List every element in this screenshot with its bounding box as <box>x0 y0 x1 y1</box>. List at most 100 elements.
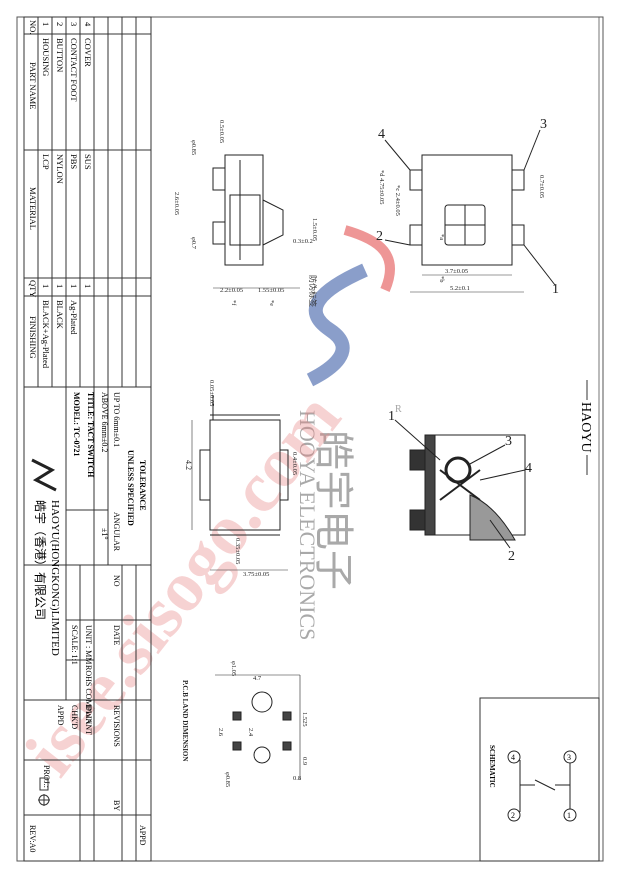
schematic-pin: 1 <box>567 811 571 820</box>
watermark-reg: R <box>395 404 402 415</box>
dim: 0.7±0.05 <box>538 175 545 198</box>
bom-row-qty: 1 <box>69 284 79 288</box>
rev-by-header: BY <box>112 800 121 811</box>
bom-row-material: SUS <box>83 154 93 170</box>
chkd: CHK'D <box>70 705 79 729</box>
callout: 4 <box>525 461 532 476</box>
bom-header-no: NO. <box>28 20 38 34</box>
schematic-pin: 4 <box>511 753 515 762</box>
dim: 3.75±0.05 <box>243 571 269 578</box>
dim: 2.4 <box>247 728 254 737</box>
bom-row-finishing: BLACK <box>55 300 65 330</box>
schematic-title: SCHEMATIC <box>488 745 496 788</box>
bom-row-part: COVER <box>83 38 93 67</box>
bom-row-material: NYLON <box>55 154 65 184</box>
dim: 2.6±0.05 <box>173 192 180 215</box>
callout: 3 <box>505 434 512 449</box>
top-view-dims: 0.5±0.05 φ0.85 2.6±0.05 φ0.7 2.2±0.05 1.… <box>173 120 318 306</box>
side-view <box>199 395 289 536</box>
watermark-en: HOOYA ELECTRONICS <box>295 410 320 640</box>
bom-row-no: 2 <box>55 22 65 26</box>
company-cn: 皓宇（香港）有限公司 <box>33 500 47 620</box>
dim: *a <box>438 234 445 240</box>
unit: UNIT : MM <box>84 625 93 664</box>
bom-row-material: LCP <box>41 154 51 170</box>
company-logo <box>31 458 57 492</box>
bom-row-qty: 1 <box>41 284 51 288</box>
brand-side-title: HAOYU <box>578 402 593 453</box>
dim: 0.5±0.05 <box>218 120 225 143</box>
bom-header-qty: QTY <box>28 280 38 297</box>
appd: APPD <box>56 705 65 726</box>
front-view-callouts: 4 3 2 1 <box>376 117 559 297</box>
dim: 1.525 <box>301 712 308 727</box>
dim: *f <box>230 300 237 306</box>
dim: φ0.85 <box>224 772 231 787</box>
dim: 0.8 <box>293 775 301 782</box>
watermark-cn: 皓宇电子 <box>311 430 356 590</box>
bom-row-qty: 1 <box>55 284 65 288</box>
dim: 2.6 <box>217 728 224 737</box>
top-view <box>212 154 284 266</box>
bom-row-material: PBS <box>69 154 79 169</box>
dim: 3.7±0.05 <box>445 268 468 275</box>
front-view-dims: 0.7±0.05 *c 2.4±0.05 *d 4.75±0.05 3.7±0.… <box>378 170 545 293</box>
dim: 0.4±0.05 <box>291 452 298 475</box>
schematic: SCHEMATIC 3 1 4 2 <box>479 697 600 862</box>
front-view <box>384 129 556 286</box>
bom-header-finishing: FINISHING <box>28 316 38 359</box>
callout: 3 <box>540 117 547 132</box>
drawing-title: TITLE: TACT SWITCH <box>86 392 95 478</box>
proj: PROJ.: <box>42 765 51 788</box>
bom-row-qty: 1 <box>83 284 93 288</box>
schematic-pin: 3 <box>567 753 571 762</box>
schematic-pin: 2 <box>511 811 515 820</box>
dim: *e <box>268 300 275 306</box>
section-view-callouts: 1 3 4 2 <box>388 409 532 564</box>
bom-table: NO. PART NAME MATERIAL QTY FINISHING 1 H… <box>23 16 152 388</box>
callout: 4 <box>378 127 385 142</box>
callout: 2 <box>376 229 383 244</box>
dim: 2.2±0.05 <box>220 287 243 294</box>
pcb-land <box>215 674 301 780</box>
title-block: TOLERANCE UNLESS SPECIFIED UP TO 6mm±0.1… <box>23 386 152 862</box>
rev-appd-header: APPD <box>138 825 147 846</box>
bom-row-no: 3 <box>69 22 79 26</box>
dim: *b <box>438 276 445 283</box>
dim: 1.55±0.05 <box>258 287 284 294</box>
callout: 1 <box>552 282 559 297</box>
angular-value: ±1° <box>100 528 109 540</box>
bom-row-finishing: BLACK+Ag-Plated <box>41 300 51 369</box>
drawing-model: MODEL: TC-0721 <box>72 392 81 457</box>
side-view-dims: 0.05±0.05 4.2 0.35±0.05 3.75±0.05 0.4±0.… <box>184 380 298 578</box>
bom-header-part: PART NAME <box>28 62 38 109</box>
dim: *c 2.4±0.05 <box>394 185 401 216</box>
tolerance-up-to: UP TO 6mm±0.1 <box>112 392 121 447</box>
bom-row-no: 4 <box>83 22 93 27</box>
rev-no-header: NO <box>112 575 121 587</box>
revisions-header: REVISIONS <box>112 705 121 747</box>
dwn: DWN <box>84 705 93 724</box>
dim: 4.2 <box>184 460 193 470</box>
unless-specified: UNLESS SPECIFIED <box>126 450 135 526</box>
rev: REV:A0 <box>28 825 37 852</box>
rohs: ROHS COMPLIANT <box>84 665 93 735</box>
bom-row-part: HOUSING <box>41 38 51 76</box>
tolerance-title: TOLERANCE <box>138 460 147 511</box>
callout: 1 <box>388 409 395 424</box>
callout: 2 <box>508 549 515 564</box>
bom-row-part: CONTACT FOOT <box>69 38 79 102</box>
section-view <box>394 419 526 549</box>
tolerance-above: ABOVE 6mm±0.2 <box>100 392 109 452</box>
dim: 0.05±0.05 <box>208 380 215 406</box>
dim: 5.2±0.1 <box>450 285 470 292</box>
angular-label: ANGULAR <box>112 512 121 552</box>
watermark-tag: 防伪标签 <box>308 275 318 307</box>
pcb-dims: φ1.05 4.7 2.6 2.4 1.525 0.9 0.8 φ0.85 P.… <box>181 661 308 787</box>
dim: 0.9 <box>301 757 308 765</box>
dim: φ1.05 <box>230 661 237 676</box>
dim: *d 4.75±0.05 <box>378 170 385 204</box>
dim: φ0.85 <box>190 140 197 155</box>
